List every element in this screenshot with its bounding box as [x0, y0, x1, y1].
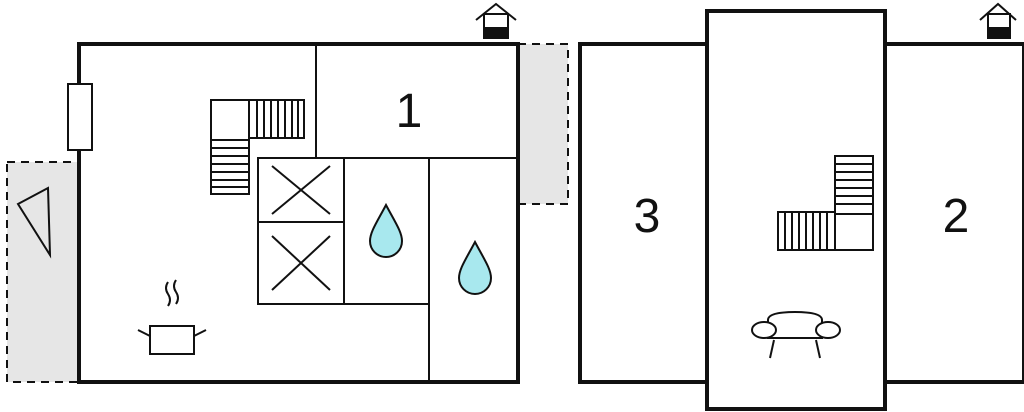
cooking-pot-icon: [137, 279, 207, 355]
staircase-icon: [210, 99, 305, 195]
room-label-3: 3: [634, 190, 661, 243]
upper-floor: 3 2: [578, 2, 1024, 411]
ground-floor-outline: [77, 42, 520, 384]
window-icon: [16, 186, 52, 259]
wall-radiator: [67, 83, 93, 151]
staircase-icon: [777, 155, 874, 251]
ground-floor: 1: [67, 2, 520, 384]
terrace-middle: [517, 43, 569, 205]
room-label-1: 1: [396, 85, 423, 138]
room-2: [882, 42, 1024, 384]
house-orientation-icon: [475, 2, 517, 39]
hob-icon: [271, 165, 331, 291]
terrace-left: [6, 161, 80, 383]
room-label-2: 2: [943, 190, 970, 243]
water-drop-icon: [457, 239, 493, 295]
house-orientation-icon: [979, 2, 1017, 39]
water-drop-icon: [368, 202, 404, 258]
armchair-icon: [751, 310, 841, 359]
